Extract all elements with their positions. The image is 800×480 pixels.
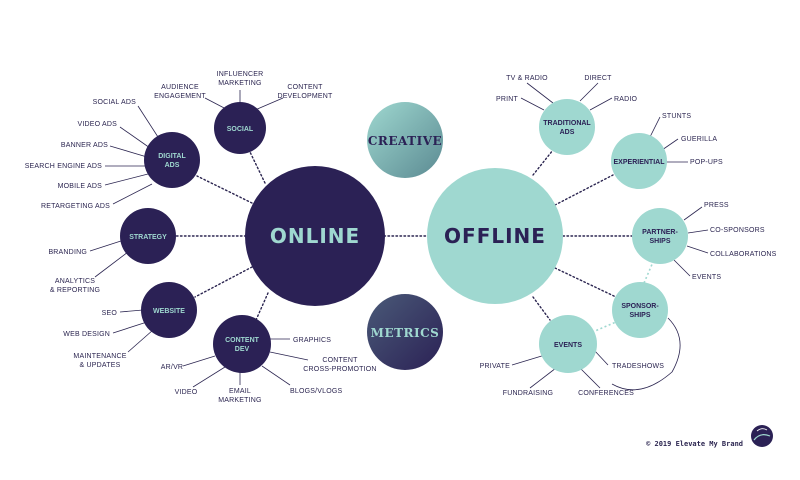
digital-ads-node bbox=[144, 132, 200, 188]
experiential-node bbox=[611, 133, 667, 189]
sponsorships-title-2: SHIPS bbox=[629, 312, 650, 319]
leaf-seo: SEO bbox=[102, 310, 118, 317]
online-leaf-labels: AUDIENCE ENGAGEMENT INFLUENCER MARKETING… bbox=[25, 71, 377, 404]
leaf-lines bbox=[89, 82, 709, 391]
offline-experiential-link bbox=[554, 174, 614, 206]
digital-ads-title-1: DIGITAL bbox=[158, 153, 186, 160]
leaf-print: PRINT bbox=[496, 96, 519, 103]
leaf-collaborations: COLLABORATIONS bbox=[710, 251, 777, 258]
leaf-tv-radio: TV & RADIO bbox=[506, 75, 548, 82]
offline-label: OFFLINE bbox=[444, 224, 546, 248]
online-content-dev-link bbox=[255, 292, 269, 321]
leaf-pop-ups: POP-UPS bbox=[690, 159, 723, 166]
leaf-press: PRESS bbox=[704, 202, 729, 209]
partnerships-title-2: SHIPS bbox=[649, 238, 670, 245]
leaf-audience-2: ENGAGEMENT bbox=[154, 93, 206, 100]
leaf-fundraising: FUNDRAISING bbox=[503, 390, 553, 397]
leaf-video: VIDEO bbox=[175, 389, 198, 396]
leaf-influencer-1: INFLUENCER bbox=[217, 71, 264, 78]
leaf-branding: BRANDING bbox=[48, 249, 87, 256]
leaf-video-ads: VIDEO ADS bbox=[77, 121, 117, 128]
leaf-events: EVENTS bbox=[692, 274, 721, 281]
sponsorships-node bbox=[612, 282, 668, 338]
leaf-direct: DIRECT bbox=[584, 75, 612, 82]
leaf-blogs: BLOGS/VLOGS bbox=[290, 388, 343, 395]
traditional-ads-node bbox=[539, 99, 595, 155]
traditional-ads-title-2: ADS bbox=[560, 129, 575, 136]
leaf-social-ads: SOCIAL ADS bbox=[93, 99, 136, 106]
brand-logo bbox=[751, 425, 773, 447]
offline-sponsorships-link bbox=[554, 267, 617, 298]
social-node bbox=[214, 102, 266, 154]
leaf-co-sponsors: CO-SPONSORS bbox=[710, 227, 765, 234]
social-title: SOCIAL bbox=[227, 126, 254, 133]
offline-events-link bbox=[532, 296, 551, 321]
leaf-web-design: WEB DESIGN bbox=[63, 331, 110, 338]
leaf-radio: RADIO bbox=[614, 96, 638, 103]
online-label: ONLINE bbox=[270, 224, 360, 248]
leaf-maintenance-2: & UPDATES bbox=[80, 362, 121, 369]
connectors bbox=[174, 149, 654, 335]
leaf-stunts: STUNTS bbox=[662, 113, 691, 120]
online-digital-ads-link bbox=[196, 175, 253, 204]
offline-circle bbox=[427, 168, 563, 304]
offline-leaf-labels: TV & RADIO DIRECT PRINT RADIO STUNTS GUE… bbox=[480, 75, 777, 397]
content-dev-node bbox=[213, 315, 271, 373]
creative-circle bbox=[367, 102, 443, 178]
strategy-title: STRATEGY bbox=[129, 234, 167, 241]
online-circle bbox=[245, 166, 385, 306]
leaf-private: PRIVATE bbox=[480, 363, 510, 370]
copyright-text: © 2019 Elevate My Brand bbox=[646, 440, 743, 448]
leaf-influencer-2: MARKETING bbox=[218, 80, 261, 87]
leaf-analytics-2: & REPORTING bbox=[50, 287, 100, 294]
content-dev-title-1: CONTENT bbox=[225, 337, 260, 344]
leaf-guerilla: GUERILLA bbox=[681, 136, 717, 143]
metrics-label: METRICS bbox=[371, 326, 440, 340]
partnerships-title-1: PARTNER- bbox=[642, 229, 678, 236]
leaf-graphics: GRAPHICS bbox=[293, 337, 331, 344]
leaf-search-engine-ads: SEARCH ENGINE ADS bbox=[25, 163, 102, 170]
online-website-link bbox=[194, 266, 253, 298]
leaf-banner-ads: BANNER ADS bbox=[61, 142, 108, 149]
partnerships-node bbox=[632, 208, 688, 264]
metrics-circle bbox=[367, 294, 443, 370]
experiential-title: EXPERIENTIAL bbox=[614, 159, 666, 166]
leaf-maintenance-1: MAINTENANCE bbox=[73, 353, 126, 360]
leaf-conferences: CONFERENCES bbox=[578, 390, 634, 397]
events-node bbox=[539, 315, 597, 373]
leaf-audience-1: AUDIENCE bbox=[161, 84, 199, 91]
leaf-email-2: MARKETING bbox=[218, 397, 261, 404]
leaf-analytics-1: ANALYTICS bbox=[55, 278, 95, 285]
events-title: EVENTS bbox=[554, 342, 582, 349]
content-dev-title-2: DEV bbox=[235, 346, 250, 353]
traditional-ads-title-1: TRADITIONAL bbox=[543, 120, 591, 127]
leaf-email-1: EMAIL bbox=[229, 388, 251, 395]
leaf-content-dev-1: CONTENT bbox=[287, 84, 323, 91]
leaf-retargeting-ads: RETARGETING ADS bbox=[41, 203, 110, 210]
strategy-node bbox=[120, 208, 176, 264]
leaf-ar-vr: AR/VR bbox=[161, 364, 183, 371]
offline-traditional-link bbox=[532, 149, 554, 176]
sponsorships-partnerships-link bbox=[643, 261, 654, 284]
leaf-cross-promo-2: CROSS-PROMOTION bbox=[303, 366, 376, 373]
leaf-tradeshows: TRADESHOWS bbox=[612, 363, 664, 370]
leaf-content-dev-2: DEVELOPMENT bbox=[277, 93, 333, 100]
online-social-link bbox=[249, 151, 266, 184]
leaf-mobile-ads: MOBILE ADS bbox=[58, 183, 103, 190]
website-node bbox=[141, 282, 197, 338]
creative-label: CREATIVE bbox=[368, 134, 442, 148]
website-title: WEBSITE bbox=[153, 308, 185, 315]
sponsorships-title-1: SPONSOR- bbox=[621, 303, 659, 310]
digital-ads-title-2: ADS bbox=[165, 162, 180, 169]
leaf-cross-promo-1: CONTENT bbox=[322, 357, 358, 364]
